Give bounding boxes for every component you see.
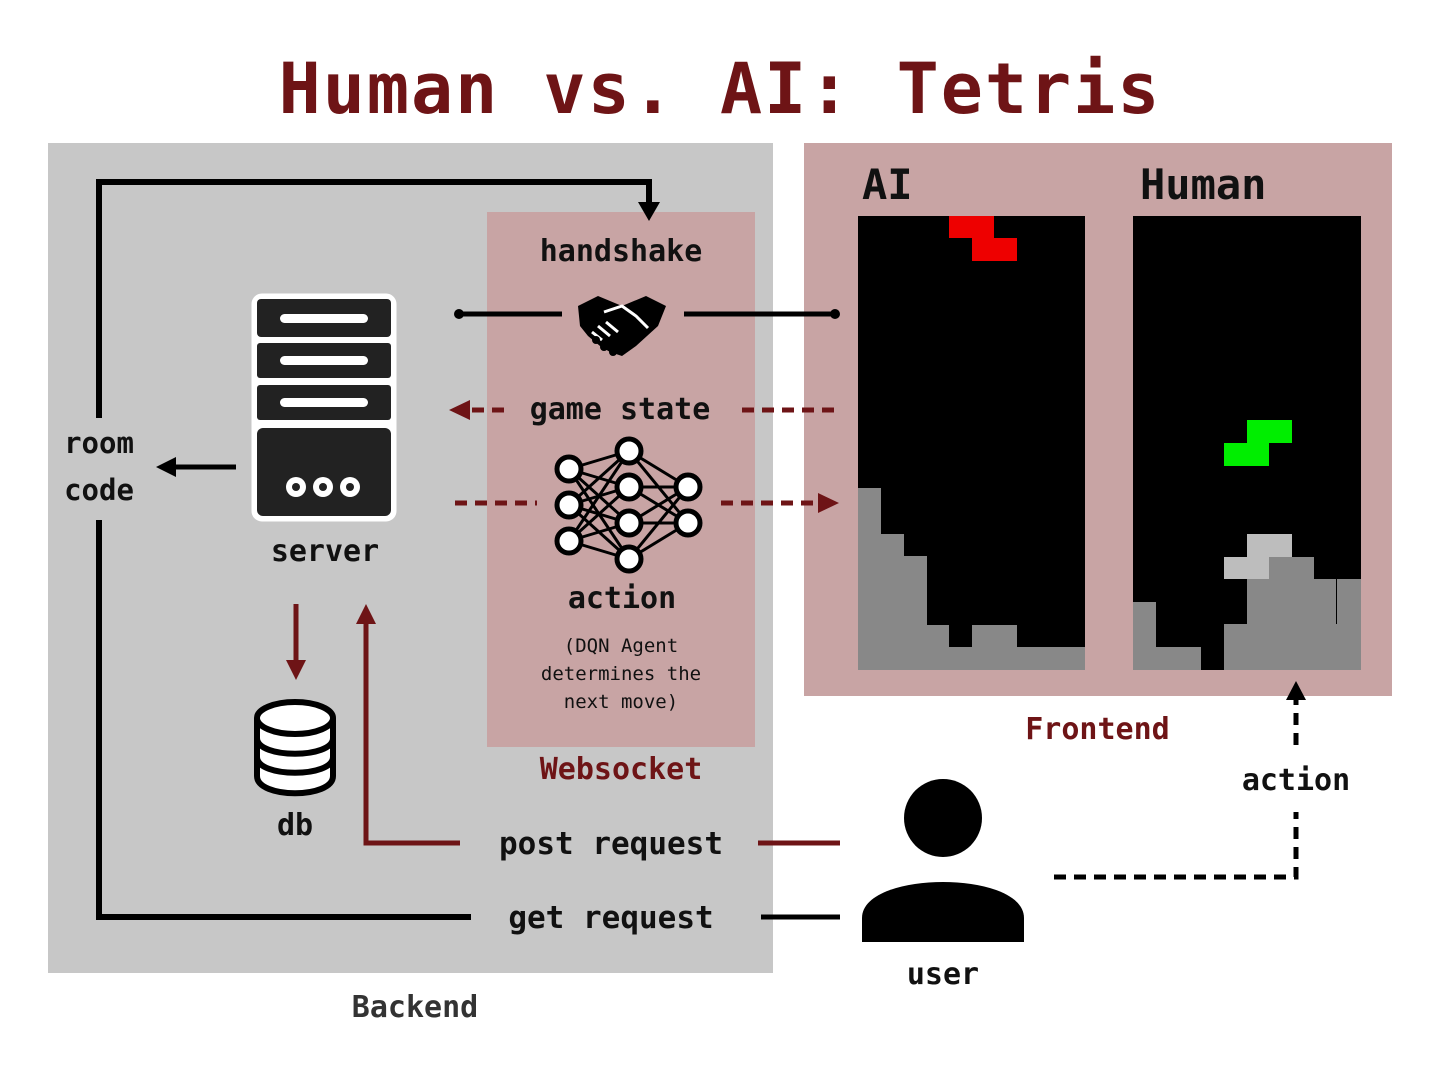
user-label: user [906, 957, 980, 992]
dqn-note-line3: next move) [563, 691, 679, 713]
loop-to-handshake-line [96, 179, 652, 418]
post-request-label: post request [499, 826, 723, 862]
server-icon [251, 293, 397, 522]
ai-stack [904, 556, 927, 670]
human-board-title: Human [1140, 160, 1267, 209]
ai-board-title: AI [862, 160, 913, 209]
human-stack [1133, 602, 1156, 670]
ai-falling-piece [972, 238, 1017, 261]
post-request-line [363, 622, 460, 846]
frontend-label: Frontend [1025, 712, 1170, 747]
ai-stack [949, 647, 1085, 670]
get-request-label: get request [508, 900, 714, 936]
loop-arrowhead [638, 202, 660, 221]
ai-stack [972, 625, 1017, 647]
human-stack [1269, 557, 1314, 579]
dqn-note-line1: (DQN Agent [563, 635, 679, 657]
human-stack [1156, 647, 1201, 670]
ai-stack [881, 534, 904, 670]
database-icon [254, 699, 336, 797]
ai-falling-piece [949, 216, 994, 238]
action-label: action [567, 581, 677, 616]
user-icon [862, 779, 1024, 942]
human-stack [1247, 579, 1336, 624]
handshake-icon [578, 296, 666, 356]
db-label: db [276, 808, 314, 843]
get-request-line [96, 520, 471, 920]
backend-label: Backend [351, 990, 479, 1025]
user-action-label: action [1241, 763, 1351, 798]
human-falling-piece [1247, 420, 1292, 443]
human-falling-piece [1224, 443, 1269, 466]
human-stack [1224, 557, 1269, 579]
ai-stack [927, 625, 949, 670]
diagram-title: Human vs. AI: Tetris [278, 48, 1162, 130]
human-stack [1337, 579, 1361, 624]
human-stack [1224, 624, 1361, 670]
room-code-label-line1: room [56, 426, 142, 460]
dqn-note-line2: determines the [540, 663, 702, 685]
human-tetris-board [1133, 216, 1361, 670]
neural-network-icon [554, 436, 703, 574]
server-label: server [270, 534, 380, 569]
handshake-label: handshake [539, 234, 703, 269]
human-stack [1247, 534, 1292, 557]
game-state-label: game state [529, 392, 711, 427]
room-code-label-line2: code [56, 473, 142, 507]
user-action-line [1054, 812, 1299, 880]
ai-tetris-board [858, 216, 1085, 670]
ai-stack [858, 488, 881, 670]
websocket-label: Websocket [539, 752, 703, 787]
